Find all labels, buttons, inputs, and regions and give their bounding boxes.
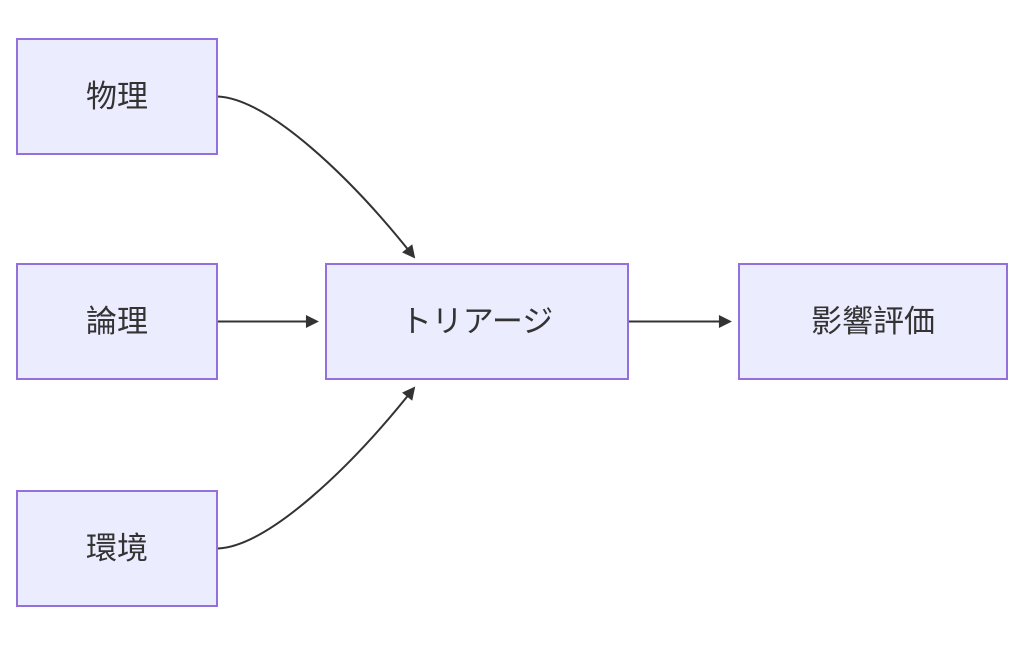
node-impact[interactable]: 影響評価 xyxy=(738,263,1008,380)
node-environment-label: 環境 xyxy=(86,531,148,566)
edge-physical-to-triage xyxy=(217,95,416,259)
node-physical[interactable]: 物理 xyxy=(16,38,218,155)
node-environment[interactable]: 環境 xyxy=(16,490,218,607)
node-impact-label: 影響評価 xyxy=(811,304,935,339)
edge-environment-to-triage xyxy=(217,386,416,550)
node-physical-label: 物理 xyxy=(86,79,148,114)
node-logical[interactable]: 論理 xyxy=(16,263,218,380)
node-triage[interactable]: トリアージ xyxy=(325,263,629,380)
node-triage-label: トリアージ xyxy=(400,304,554,339)
node-logical-label: 論理 xyxy=(86,304,148,339)
